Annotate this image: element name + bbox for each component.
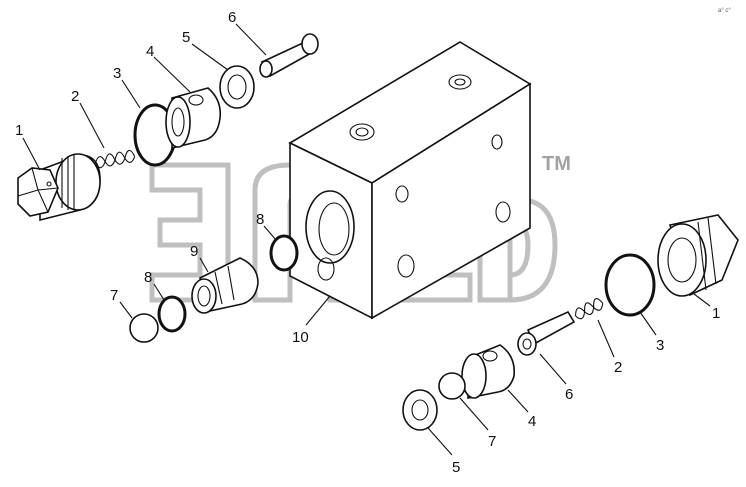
left-small-ring-part <box>157 295 187 333</box>
block-ring-part <box>269 234 299 272</box>
callout-right-spring: 2 <box>614 359 622 376</box>
callout-block-ring: 8 <box>256 211 264 228</box>
callout-adapter: 9 <box>190 243 198 260</box>
callout-right-oring: 3 <box>656 337 664 354</box>
callout-left-washer: 5 <box>182 29 190 46</box>
callout-body: 10 <box>292 329 309 346</box>
trademark-symbol: TM <box>542 153 571 175</box>
callout-left-plug: 1 <box>15 122 23 139</box>
left-plug-part <box>17 153 101 222</box>
corner-mark: a° c° <box>718 8 731 14</box>
callout-right-sleeve: 4 <box>528 413 536 430</box>
left-sleeve-part <box>165 87 222 150</box>
adapter-part <box>191 257 259 314</box>
right-plug-part <box>657 214 739 297</box>
callout-right-pin: 6 <box>565 386 573 403</box>
right-oring-part <box>604 253 656 317</box>
callout-left-sleeve: 4 <box>146 43 154 60</box>
valve-body <box>288 41 532 320</box>
leader-lines <box>22 23 711 456</box>
top-pin-part <box>259 33 319 78</box>
right-ball-part <box>438 372 466 400</box>
right-spring-part <box>574 298 604 320</box>
callout-top-pin: 6 <box>228 9 236 26</box>
right-pin-part <box>517 310 576 356</box>
right-sleeve-part <box>461 344 516 399</box>
right-washer-part <box>402 389 438 431</box>
callout-left-spring: 2 <box>71 88 79 105</box>
left-ball-part <box>129 313 159 343</box>
callout-labels: 1 2 3 4 5 6 8 9 8 7 10 1 3 2 6 4 7 5 <box>15 9 720 476</box>
callout-right-ball: 7 <box>488 433 496 450</box>
callout-right-washer: 5 <box>452 459 460 476</box>
callout-right-plug: 1 <box>712 305 720 322</box>
callout-left-ball: 7 <box>110 287 118 304</box>
callout-left-small-ring: 8 <box>144 269 152 286</box>
callout-left-oring: 3 <box>113 65 121 82</box>
left-spring-part <box>94 149 136 169</box>
left-washer-part <box>219 65 255 109</box>
